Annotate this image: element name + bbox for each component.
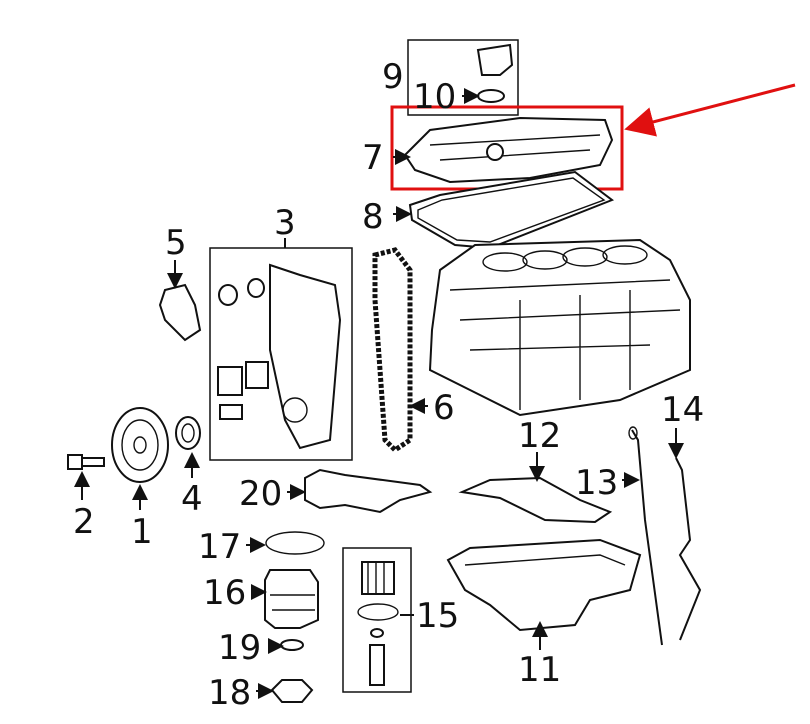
callout-17: 17 bbox=[198, 527, 241, 567]
part-baffle-plate[interactable] bbox=[458, 476, 613, 524]
part-cover-5[interactable] bbox=[158, 283, 202, 342]
part-oil-filter-cap[interactable] bbox=[264, 569, 319, 629]
callout-18: 18 bbox=[208, 673, 251, 713]
part-bolt[interactable] bbox=[67, 454, 105, 470]
part-valve-cover[interactable] bbox=[403, 116, 614, 184]
part-timing-cover[interactable] bbox=[209, 247, 353, 461]
part-20[interactable] bbox=[304, 468, 433, 514]
callout-14: 14 bbox=[661, 390, 704, 430]
leader-lines bbox=[74, 88, 684, 699]
part-drain-plug-18[interactable] bbox=[270, 679, 314, 703]
callout-12: 12 bbox=[518, 416, 561, 456]
callout-1: 1 bbox=[131, 512, 153, 552]
callout-3: 3 bbox=[274, 203, 296, 243]
callout-19: 19 bbox=[218, 628, 261, 668]
callout-6: 6 bbox=[433, 388, 455, 428]
callout-2: 2 bbox=[73, 502, 95, 542]
part-oil-filter-element[interactable] bbox=[342, 547, 412, 693]
part-oil-filler-cap[interactable] bbox=[407, 39, 519, 116]
part-engine-block bbox=[428, 238, 691, 417]
part-valve-cover-gasket[interactable] bbox=[408, 170, 615, 250]
callout-8: 8 bbox=[362, 197, 384, 237]
callout-13: 13 bbox=[575, 463, 618, 503]
callout-20: 20 bbox=[239, 474, 282, 514]
callout-16: 16 bbox=[203, 573, 246, 613]
callout-7: 7 bbox=[362, 138, 384, 178]
highlight-arrow bbox=[624, 83, 796, 137]
part-o-ring-17[interactable] bbox=[265, 531, 325, 555]
callout-10: 10 bbox=[413, 77, 456, 117]
part-dipstick-guide[interactable] bbox=[675, 457, 702, 641]
part-timing-chain[interactable] bbox=[372, 247, 413, 454]
callout-11: 11 bbox=[518, 650, 561, 690]
part-oil-seal[interactable] bbox=[175, 416, 201, 450]
part-washer-19[interactable] bbox=[280, 639, 304, 651]
callout-4: 4 bbox=[181, 479, 203, 519]
part-oil-pan[interactable] bbox=[446, 538, 642, 632]
callout-15: 15 bbox=[416, 596, 459, 636]
callout-9: 9 bbox=[382, 57, 404, 97]
callout-5: 5 bbox=[165, 223, 187, 263]
part-crankshaft-pulley[interactable] bbox=[111, 407, 169, 483]
part-dipstick[interactable] bbox=[631, 429, 663, 646]
